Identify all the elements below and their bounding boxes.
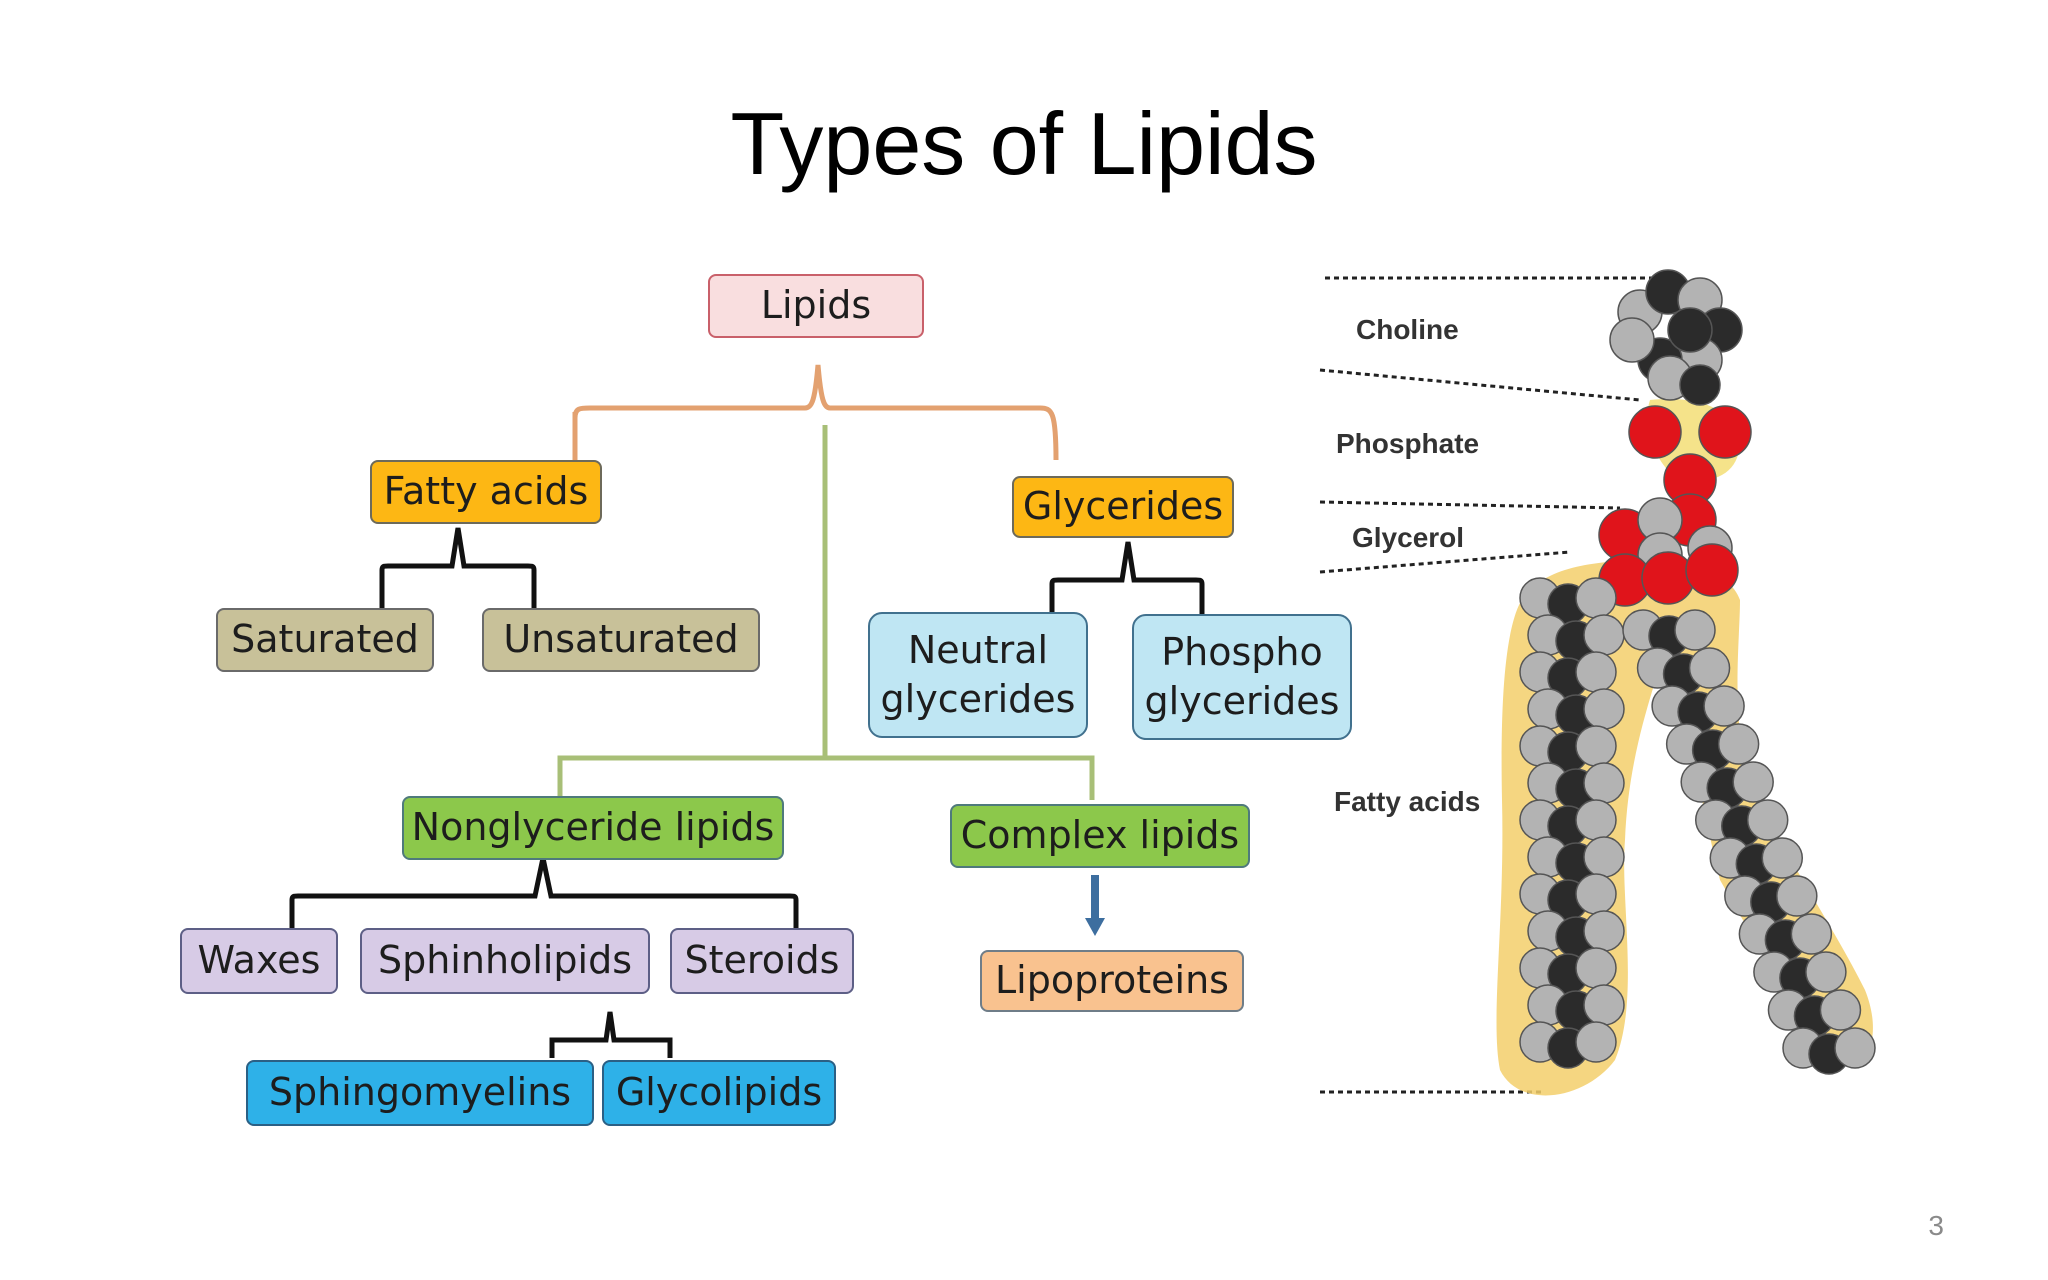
- node-saturated: Saturated: [216, 608, 434, 672]
- hydrogen-atom: [1805, 951, 1847, 993]
- oxygen-atom: [1628, 405, 1682, 459]
- label-phosphate: Phosphate: [1336, 428, 1480, 459]
- oxygen-atom: [1698, 405, 1752, 459]
- hydrogen-atom: [1583, 910, 1625, 952]
- node-fatty-acids: Fatty acids: [370, 460, 602, 524]
- node-nonglyceride-lipids: Nonglyceride lipids: [402, 796, 784, 860]
- hydrogen-atom: [1583, 762, 1625, 804]
- green-trunk: [557, 425, 1095, 800]
- node-sphingolipids: Sphinholipids: [360, 928, 650, 994]
- node-glycerides: Glycerides: [1012, 476, 1234, 538]
- node-lipoproteins: Lipoproteins: [980, 950, 1244, 1012]
- carbon-atom: [1679, 364, 1721, 406]
- hydrogen-atom: [1583, 688, 1625, 730]
- hydrogen-atom: [1575, 1021, 1617, 1063]
- slide-title: Types of Lipids: [730, 94, 1318, 193]
- hydrogen-atom: [1583, 984, 1625, 1026]
- hydrogen-atom: [1819, 989, 1862, 1031]
- carbon-atom: [1667, 307, 1713, 353]
- glyceride-brace: [1049, 541, 1205, 620]
- hydrogen-atom: [1575, 947, 1617, 989]
- phospholipid-molecule: [1496, 269, 1876, 1096]
- nonglyceride-brace: [289, 857, 799, 930]
- oxygen-atom: [1641, 551, 1695, 605]
- node-phospho-glycerides: Phospho glycerides: [1132, 614, 1352, 740]
- node-sphingomyelins: Sphingomyelins: [246, 1060, 594, 1126]
- hydrogen-atom: [1575, 725, 1617, 767]
- hydrogen-atom: [1717, 723, 1760, 765]
- node-neutral-glycerides: Neutral glycerides: [868, 612, 1088, 738]
- hydrogen-atom: [1609, 317, 1655, 363]
- sphingolipid-brace: [549, 1011, 673, 1058]
- label-glycerol: Glycerol: [1352, 522, 1465, 553]
- node-steroids: Steroids: [670, 928, 854, 994]
- label-fatty-acids: Fatty acids: [1334, 786, 1481, 817]
- hydrogen-atom: [1674, 609, 1716, 651]
- hydrogen-atom: [1583, 836, 1625, 878]
- fatty-brace: [379, 527, 537, 608]
- hydrogen-atom: [1583, 614, 1625, 656]
- hydrogen-atom: [1834, 1027, 1876, 1069]
- hydrogen-atom: [1575, 651, 1617, 693]
- oxygen-atom: [1685, 543, 1739, 597]
- node-lipids: Lipids: [708, 274, 924, 338]
- hydrogen-atom: [1575, 799, 1617, 841]
- hydrogen-atom: [1761, 837, 1804, 879]
- page-number: 3: [1928, 1210, 1944, 1241]
- hydrogen-atom: [1703, 685, 1745, 727]
- node-glycolipids: Glycolipids: [602, 1060, 836, 1126]
- hydrogen-atom: [1732, 761, 1774, 803]
- hydrogen-atom: [1746, 799, 1789, 841]
- orange-brace: [572, 364, 1059, 461]
- node-complex-lipids: Complex lipids: [950, 804, 1250, 868]
- hydrogen-atom: [1776, 875, 1818, 917]
- node-waxes: Waxes: [180, 928, 338, 994]
- hydrogen-atom: [1790, 913, 1833, 955]
- hydrogen-atom: [1575, 577, 1617, 619]
- hydrogen-atom: [1688, 647, 1731, 689]
- molecule-guide-lines: [1319, 276, 1660, 1094]
- hydrogen-atom: [1575, 873, 1617, 915]
- label-choline: Choline: [1356, 314, 1459, 345]
- node-unsaturated: Unsaturated: [482, 608, 760, 672]
